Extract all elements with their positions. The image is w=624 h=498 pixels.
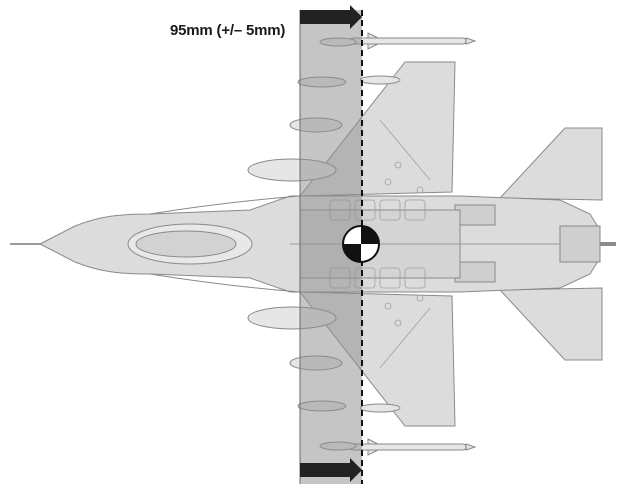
aircraft-silhouette bbox=[10, 61, 616, 427]
strake-lower bbox=[149, 273, 301, 293]
upper-stabilizer bbox=[498, 127, 603, 201]
dimension-label: 95mm (+/– 5mm) bbox=[170, 22, 286, 39]
canopy-inner bbox=[135, 230, 237, 258]
mid-missile-lower-2 bbox=[359, 403, 401, 413]
arrow-top bbox=[300, 5, 362, 29]
wingtip-missile-upper bbox=[349, 37, 467, 45]
cg-marker-icon bbox=[342, 225, 380, 263]
wingtip-missile-lower bbox=[349, 443, 467, 451]
arrow-bottom bbox=[300, 458, 362, 482]
lower-stabilizer bbox=[498, 287, 603, 361]
airbrake-upper bbox=[454, 204, 496, 226]
mid-missile-upper-2 bbox=[359, 75, 401, 85]
exhaust-nozzle bbox=[559, 225, 601, 263]
strake-upper bbox=[149, 195, 301, 215]
airbrake-lower bbox=[454, 261, 496, 283]
